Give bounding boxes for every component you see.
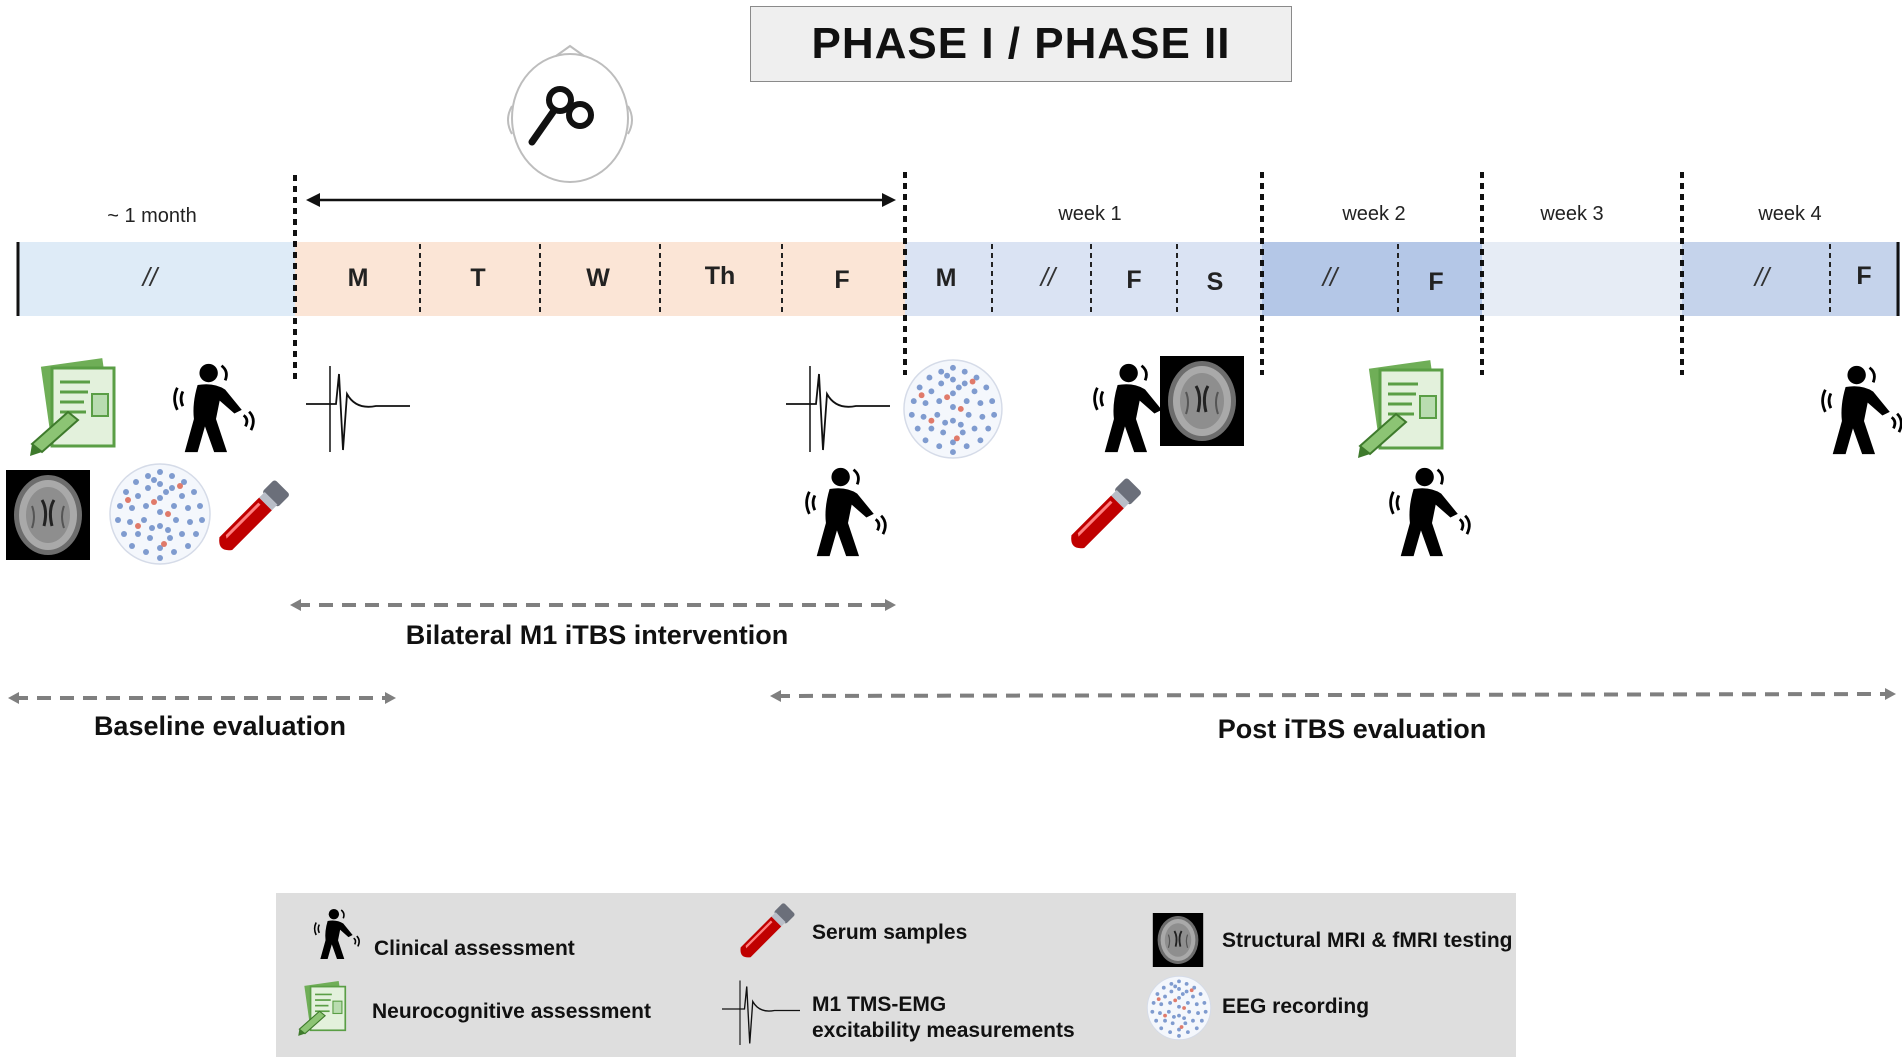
person-with-tremor-icon (805, 466, 887, 558)
legend-tms-emg-label-line2: excitability measurements (812, 1019, 1075, 1042)
legend: Clinical assessment Neurocognitive asses… (276, 893, 1516, 1057)
legend-tms-emg-label-line1: M1 TMS-EMG (812, 993, 947, 1016)
day-label: F (1428, 268, 1443, 296)
person-with-tremor-icon (173, 362, 255, 454)
brain-mri-icon (1158, 354, 1246, 448)
day-label: S (1207, 268, 1224, 296)
skip-mark: // (141, 262, 160, 292)
intervention-segment (295, 242, 905, 316)
intervention-phase-label: Bilateral M1 iTBS intervention (406, 620, 789, 650)
blood-tube-icon (1065, 477, 1143, 554)
day-label: F (834, 266, 849, 294)
blood-tube-icon (738, 903, 796, 962)
week1-segment-b (992, 242, 1262, 316)
eeg-cap-icon (903, 359, 1003, 459)
baseline-segment (18, 242, 295, 316)
day-label: M (936, 264, 957, 292)
tms-coil-head-icon (507, 44, 633, 183)
week1-segment-a (905, 242, 992, 316)
week4-label: week 4 (1757, 203, 1821, 225)
mep-waveform-icon (785, 365, 891, 453)
day-label: M (348, 264, 369, 292)
day-label: Th (705, 262, 736, 290)
person-with-tremor-icon (1389, 466, 1471, 558)
document-pencil-icon (28, 356, 116, 458)
mep-waveform-icon (305, 365, 411, 453)
legend-serum-label: Serum samples (812, 921, 968, 944)
brain-mri-icon (1152, 913, 1204, 967)
person-with-tremor-icon (313, 908, 360, 960)
baseline-phase-label: Baseline evaluation (94, 711, 346, 741)
blood-tube-icon (213, 479, 291, 556)
week2-segment (1262, 242, 1482, 316)
legend-neurocognitive-label: Neurocognitive assessment (372, 1000, 651, 1023)
day-label: T (470, 264, 485, 292)
post-phase-label: Post iTBS evaluation (1218, 714, 1487, 744)
document-pencil-icon (297, 981, 347, 1037)
day-label: F (1126, 266, 1141, 294)
legend-eeg-label: EEG recording (1222, 995, 1370, 1018)
week1-label: week 1 (1057, 203, 1121, 225)
day-label: F (1856, 262, 1871, 290)
page-title: PHASE I / PHASE II (750, 6, 1292, 82)
eeg-cap-icon (109, 463, 211, 565)
skip-mark: // (1753, 262, 1772, 292)
person-with-tremor-icon (1821, 364, 1902, 456)
eeg-cap-icon (1146, 975, 1212, 1041)
day-label: W (586, 264, 610, 292)
week2-label: week 2 (1341, 203, 1405, 225)
week3-segment (1482, 242, 1682, 316)
legend-clinical-label: Clinical assessment (374, 937, 575, 960)
legend-mri-label: Structural MRI & fMRI testing (1222, 929, 1513, 952)
brain-mri-icon (4, 468, 92, 562)
timeline-diagram: ~ 1 month week 1 week 2 week 3 week 4 //… (4, 44, 1902, 744)
week3-label: week 3 (1539, 203, 1603, 225)
baseline-period-label: ~ 1 month (107, 205, 197, 227)
document-pencil-icon (1356, 358, 1444, 460)
mep-waveform-icon (722, 979, 800, 1046)
skip-mark: // (1321, 262, 1340, 292)
week4-segment (1682, 242, 1900, 316)
skip-mark: // (1039, 262, 1058, 292)
